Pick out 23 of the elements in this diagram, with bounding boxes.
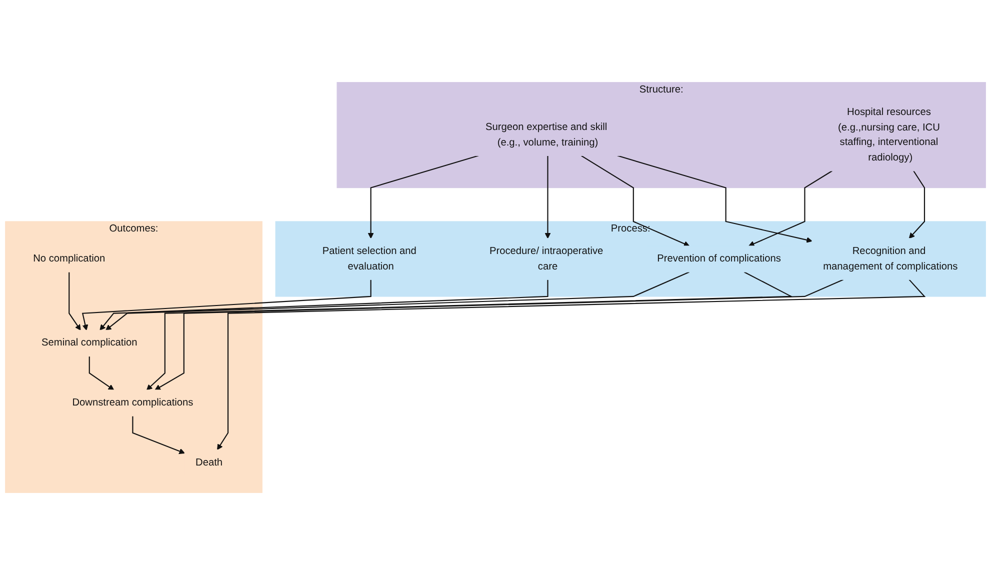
node-text: Prevention of complications [657, 252, 781, 264]
node-text: Procedure/ intraoperative care [489, 245, 604, 272]
arrow [217, 279, 926, 450]
arrow [544, 156, 551, 239]
arrow [88, 356, 114, 390]
node-text: Seminal complication [42, 336, 138, 348]
node-text: Death [196, 456, 223, 468]
node-text: Surgeon expertise and skill (e.g., volume, training) [486, 121, 608, 148]
arrow [748, 170, 832, 247]
node-text: Patient selection and evaluation [322, 245, 416, 272]
arrow [617, 155, 812, 243]
node-text: Hospital resources (e.g.,nursing care, ICU staffing, interventional radiology) [838, 106, 940, 164]
node-text: No complication [33, 252, 106, 264]
arrow [106, 271, 690, 330]
node-text: Downstream complications [72, 396, 194, 408]
arrow [908, 170, 926, 239]
arrow [100, 280, 548, 330]
arrow [68, 272, 81, 330]
arrow [82, 280, 372, 330]
arrow [132, 416, 185, 454]
node-text: Recognition and management of complications [823, 245, 958, 272]
arrow [580, 155, 690, 247]
arrow [368, 155, 479, 239]
